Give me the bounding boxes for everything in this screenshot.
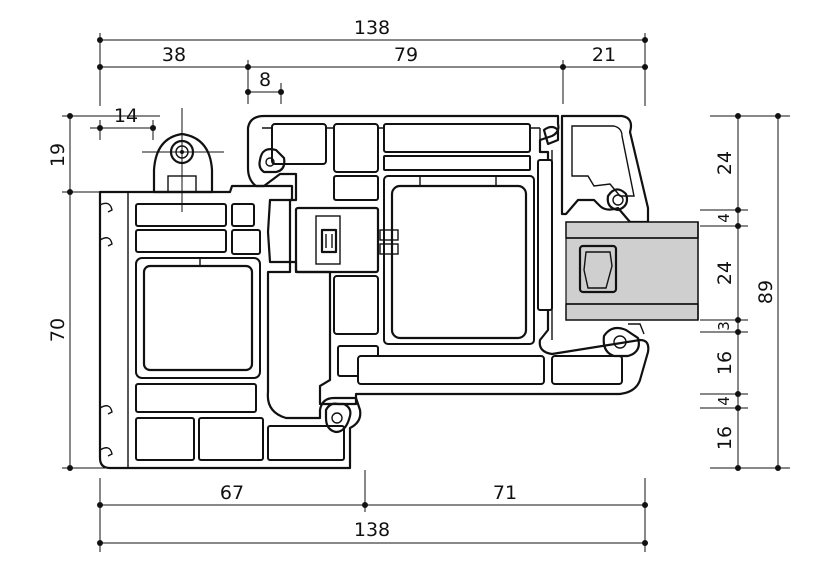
dim-right-seg2: 16 [714, 426, 736, 450]
hinge-assembly [142, 108, 224, 212]
dim-bottom-right: 71 [493, 482, 517, 504]
dim-top-mid: 79 [394, 44, 418, 66]
dim-right-gap1: 4 [715, 213, 733, 223]
frame-profile [98, 184, 362, 470]
dim-small-offset: 8 [259, 69, 271, 91]
glass-pane [565, 221, 699, 321]
dim-right-seg1: 16 [714, 351, 736, 375]
dim-right-gap3: 4 [715, 396, 733, 406]
dim-left-lower: 70 [47, 318, 69, 342]
dim-right-gap2: 3 [715, 321, 733, 331]
sash-profile [246, 114, 650, 406]
dimension-lines [62, 33, 790, 552]
glazing-bead [560, 114, 650, 224]
dim-hinge-offset: 14 [114, 105, 138, 127]
dim-bottom-left: 67 [220, 482, 244, 504]
dim-top-right: 21 [592, 44, 616, 66]
dim-right-glass-top: 24 [714, 151, 736, 175]
lower-glass-gasket [602, 323, 645, 358]
dim-top-total: 138 [354, 17, 390, 39]
dim-right-total: 89 [755, 280, 777, 304]
dim-top-left: 38 [162, 44, 186, 66]
dim-right-glass-mid: 24 [714, 261, 736, 285]
dim-bottom-total: 138 [354, 519, 390, 541]
dim-left-upper: 19 [47, 143, 69, 167]
dimension-labels: 138 38 79 21 8 14 19 70 67 71 138 24 4 2… [47, 17, 777, 541]
